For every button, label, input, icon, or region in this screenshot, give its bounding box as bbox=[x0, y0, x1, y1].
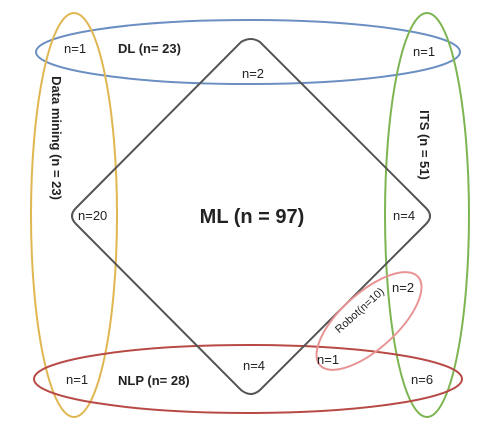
count-its-robot: n=2 bbox=[392, 280, 414, 295]
count-its-ml: n=4 bbox=[393, 208, 415, 223]
its-label: ITS (n = 51) bbox=[417, 110, 432, 180]
count-nlp-its: n=6 bbox=[411, 372, 433, 387]
count-dl-data-mining: n=1 bbox=[64, 41, 86, 56]
data-mining-label: Data mining (n = 23) bbox=[49, 76, 64, 200]
ml-diamond bbox=[71, 38, 431, 395]
count-dl-its: n=1 bbox=[413, 44, 435, 59]
count-nlp-robot: n=1 bbox=[317, 352, 339, 367]
dl-ellipse bbox=[35, 19, 461, 85]
dl-label: DL (n= 23) bbox=[118, 41, 181, 56]
nlp-ellipse bbox=[33, 344, 463, 414]
data-mining-ellipse bbox=[30, 12, 118, 418]
ml-label: ML (n = 97) bbox=[200, 206, 305, 228]
robot-ellipse bbox=[315, 271, 423, 371]
its-ellipse bbox=[384, 12, 470, 418]
count-dl-ml: n=2 bbox=[242, 66, 264, 81]
nlp-label: NLP (n= 28) bbox=[118, 373, 190, 388]
count-data-mining-ml: n=20 bbox=[78, 208, 107, 223]
count-nlp-data-mining: n=1 bbox=[66, 372, 88, 387]
count-nlp-ml: n=4 bbox=[243, 358, 265, 373]
